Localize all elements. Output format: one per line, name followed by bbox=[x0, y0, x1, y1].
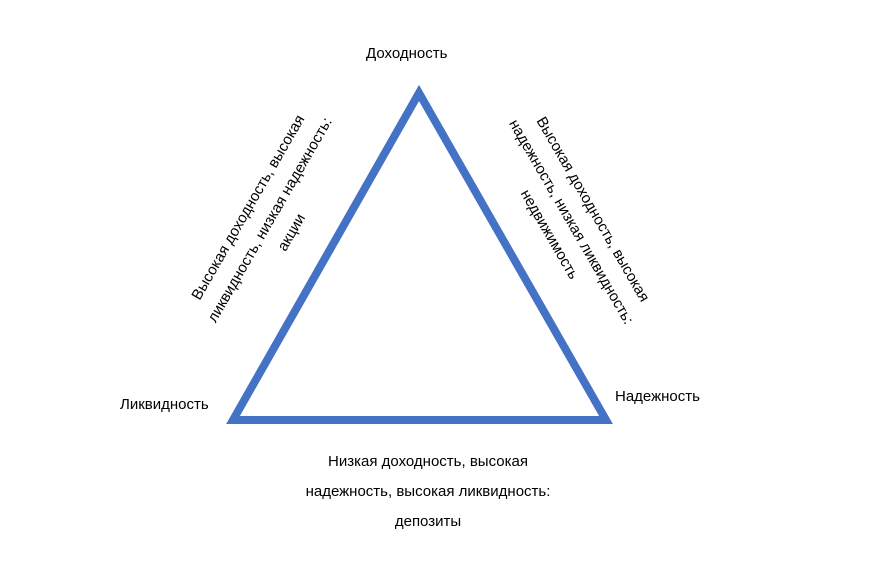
vertex-label-top: Доходность bbox=[366, 45, 448, 62]
side-bottom-line-3: депозиты bbox=[394, 513, 462, 530]
vertex-label-bottom-left: Ликвидность bbox=[120, 396, 209, 413]
side-label-bottom: Низкая доходность, высокая надежность, в… bbox=[268, 447, 588, 537]
triangle-outline bbox=[226, 84, 613, 424]
side-bottom-line-2: надежность, высокая ликвидность: bbox=[305, 483, 551, 500]
side-bottom-line-1: Низкая доходность, высокая bbox=[328, 453, 528, 470]
vertex-label-bottom-right: Надежность bbox=[615, 388, 700, 405]
